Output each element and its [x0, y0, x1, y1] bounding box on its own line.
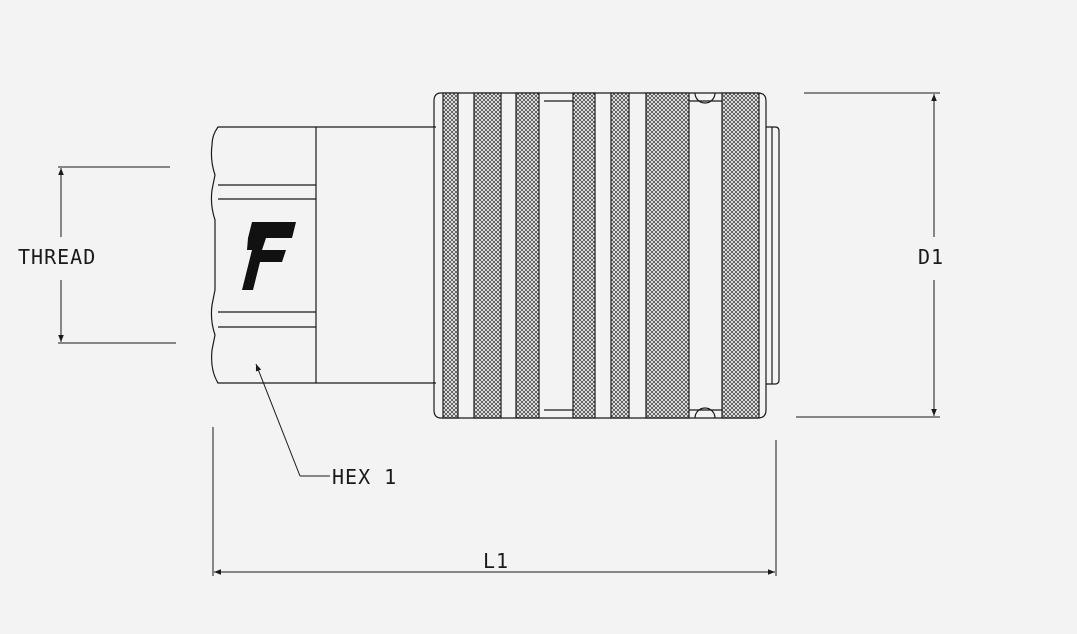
thread-dimension: THREAD: [18, 166, 176, 344]
grip-band-6: [645, 92, 690, 419]
grip-band-1: [442, 92, 459, 419]
thread-label: THREAD: [18, 245, 96, 269]
hex1-leader: HEX 1: [255, 363, 397, 489]
hex1-label: HEX 1: [332, 465, 397, 489]
grip-band-5: [610, 92, 630, 419]
l1-label: L1: [483, 549, 509, 573]
hex-body: [210, 126, 436, 384]
grip-band-4: [572, 92, 596, 419]
d1-label: D1: [918, 245, 944, 269]
l1-dimension: L1: [212, 427, 777, 576]
coupling-sleeve: [433, 92, 780, 419]
grip-band-2: [473, 92, 502, 419]
d1-dimension: D1: [796, 92, 944, 418]
grip-band-7: [721, 92, 760, 419]
brand-logo: F: [242, 222, 296, 290]
grip-band-3: [515, 92, 540, 419]
